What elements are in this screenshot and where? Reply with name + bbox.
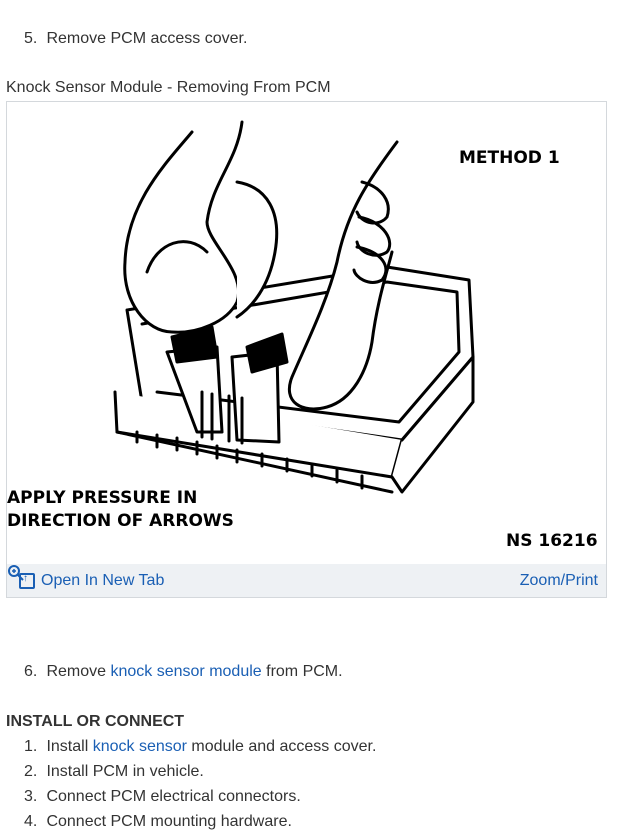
step-text: Connect PCM mounting hardware. [46, 813, 292, 830]
step-number: 1. [24, 738, 38, 755]
zoom-icon [8, 565, 24, 581]
step-number: 5. [24, 30, 38, 47]
zoom-print-button[interactable]: Zoom/Print [8, 565, 598, 590]
step-5: 5. Remove PCM access cover. [24, 29, 247, 49]
step-number: 2. [24, 763, 38, 780]
open-in-new-tab-icon: ↑ [19, 572, 35, 589]
step-number: 6. [24, 663, 38, 680]
step-6: 6. Remove knock sensor module from PCM. [24, 662, 343, 682]
install-step-2: 2. Install PCM in vehicle. [24, 762, 204, 782]
step-text-after: from PCM. [266, 663, 343, 680]
figure-label-method: METHOD 1 [459, 148, 560, 168]
step-text-before: Remove [46, 663, 107, 680]
step-number: 3. [24, 788, 38, 805]
step-text: Install PCM in vehicle. [46, 763, 204, 780]
figure-label-pressure-line2: DIRECTION OF ARROWS [7, 511, 234, 531]
figure-panel: METHOD 1 APPLY PRESSURE IN DIRECTION OF … [6, 101, 607, 598]
figure-label-id: NS 16216 [506, 531, 598, 551]
knock-sensor-module-link[interactable]: knock sensor module [110, 663, 262, 680]
figure-caption: Knock Sensor Module - Removing From PCM [6, 79, 331, 96]
knock-sensor-illustration: METHOD 1 APPLY PRESSURE IN DIRECTION OF … [7, 120, 598, 551]
step-text: Connect PCM electrical connectors. [46, 788, 301, 805]
install-step-1: 1. Install knock sensor module and acces… [24, 737, 376, 757]
figure-toolbar: ↑ Open In New Tab Zoom/Print [7, 564, 606, 597]
knock-sensor-link[interactable]: knock sensor [92, 738, 187, 755]
open-in-new-tab-button[interactable]: ↑ Open In New Tab [19, 572, 164, 590]
figure-label-pressure-line1: APPLY PRESSURE IN [7, 488, 197, 508]
install-step-3: 3. Connect PCM electrical connectors. [24, 787, 301, 807]
open-in-new-tab-label: Open In New Tab [41, 571, 165, 589]
install-heading: INSTALL OR CONNECT [6, 713, 185, 730]
step-text-after: module and access cover. [191, 738, 377, 755]
step-text: Remove PCM access cover. [46, 30, 248, 47]
step-text-before: Install [46, 738, 89, 755]
zoom-print-label: Zoom/Print [519, 571, 598, 589]
step-number: 4. [24, 813, 38, 830]
install-step-4: 4. Connect PCM mounting hardware. [24, 812, 292, 832]
